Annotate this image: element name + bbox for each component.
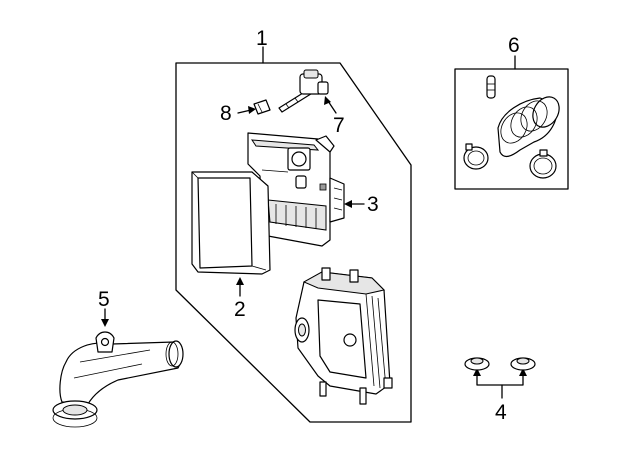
leader-4 (473, 368, 527, 399)
callout-6: 6 (508, 34, 520, 57)
assembly-outline (175, 62, 412, 423)
kit-box-6 (454, 68, 569, 190)
filter-element-part-2 (191, 171, 271, 275)
callout-8: 8 (220, 102, 232, 125)
air-cleaner-housing (294, 267, 393, 405)
sensor-part-7 (278, 69, 329, 113)
callout-5: 5 (98, 288, 110, 311)
leader-8 (237, 106, 256, 114)
grommet-part-4-right (510, 357, 536, 371)
callout-4: 4 (495, 401, 507, 424)
callout-2: 2 (234, 298, 246, 321)
duct-kit-part-6 (463, 75, 560, 179)
leader-7 (324, 96, 337, 114)
leader-5 (101, 308, 109, 327)
leader-3 (344, 200, 365, 208)
intake-duct-part-5 (52, 331, 184, 428)
leader-2 (236, 277, 244, 297)
callout-3: 3 (367, 193, 379, 216)
callout-7: 7 (333, 114, 345, 137)
grommet-part-4-left (464, 357, 490, 371)
callout-1: 1 (256, 27, 268, 50)
clip-part-8 (253, 99, 271, 115)
